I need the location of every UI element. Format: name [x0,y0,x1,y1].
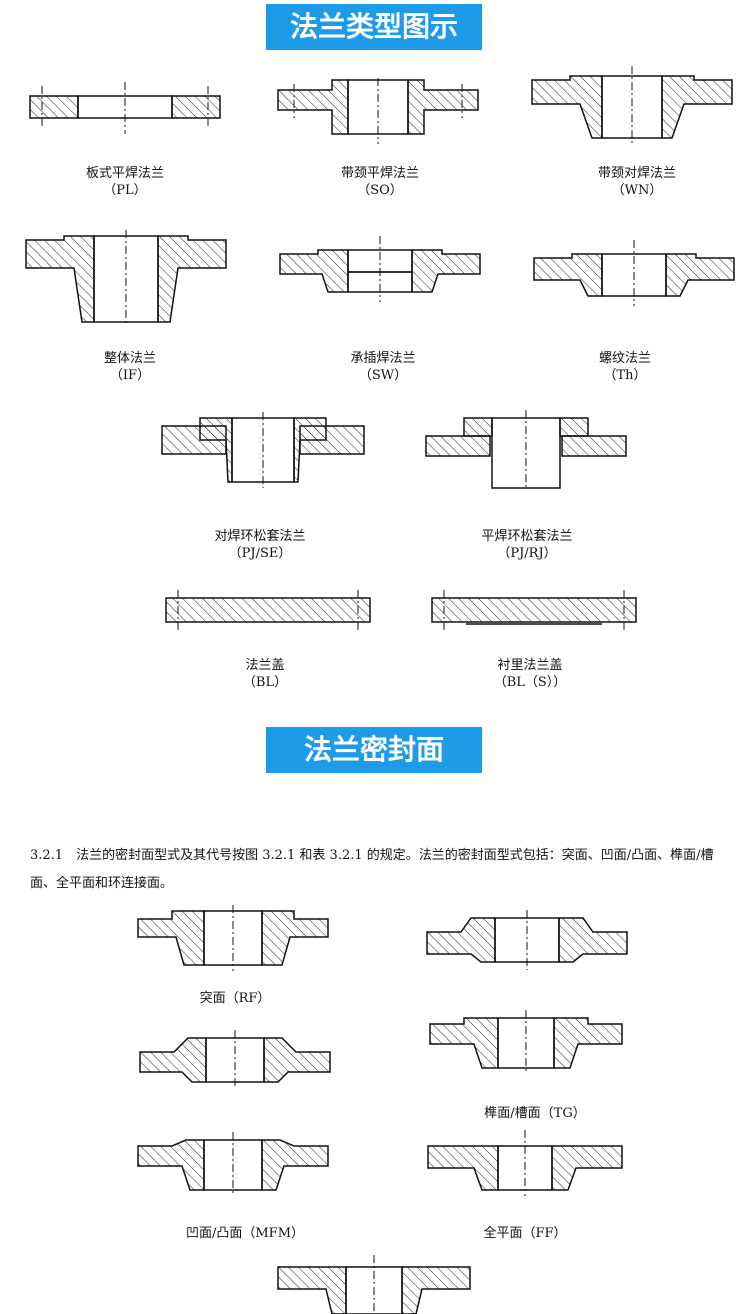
caption-pjrj: 平焊环松套法兰（PJ/RJ） [481,529,573,561]
flange-so-drawing [277,78,479,144]
caption-pl: 板式平焊法兰（PL） [85,166,164,198]
face-ff-drawing [427,1130,623,1196]
caption-tg: 榫面/槽面（TG） [484,1106,586,1121]
face-rf-drawing [137,905,329,971]
flange-sw-drawing [279,236,481,302]
caption-bls: 衬里法兰盖（BL（S）） [493,658,567,690]
caption-ff: 全平面（FF） [483,1226,567,1241]
flange-wn-drawing [531,66,733,146]
caption-wn: 带颈对焊法兰（WN） [597,166,676,198]
flange-bl-drawing [165,590,371,630]
flange-if-drawing [25,230,227,326]
section-title-sealing-faces: 法兰密封面 [266,727,482,773]
section-title-flange-types: 法兰类型图示 [266,4,482,50]
caption-so: 带颈平焊法兰（SO） [340,166,419,198]
caption-pjse: 对焊环松套法兰（PJ/SE） [214,529,306,561]
flange-bls-drawing [431,590,637,630]
caption-sw: 承插焊法兰（SW） [350,351,416,383]
face-tg-bottom-drawing [429,1010,623,1072]
caption-if: 整体法兰（IF） [103,351,156,383]
face-mfm-top-drawing [139,1030,331,1086]
flange-pl-drawing [29,82,221,134]
caption-mfm: 凹面/凸面（MFM） [185,1226,305,1241]
flange-th-drawing [533,240,735,306]
caption-th: 螺纹法兰（Th） [598,351,651,383]
face-rj-drawing [277,1255,471,1314]
sealing-face-paragraph: 3.2.1 法兰的密封面型式及其代号按图 3.2.1 和表 3.2.1 的规定。… [30,848,714,891]
caption-bl: 法兰盖（BL） [242,658,288,690]
face-mfm-bottom-drawing [137,1132,329,1194]
flange-pjse-drawing [161,412,365,488]
caption-rf: 突面（RF） [199,991,271,1006]
face-tg-top-drawing [426,910,628,970]
flange-pjrj-drawing [425,410,627,490]
